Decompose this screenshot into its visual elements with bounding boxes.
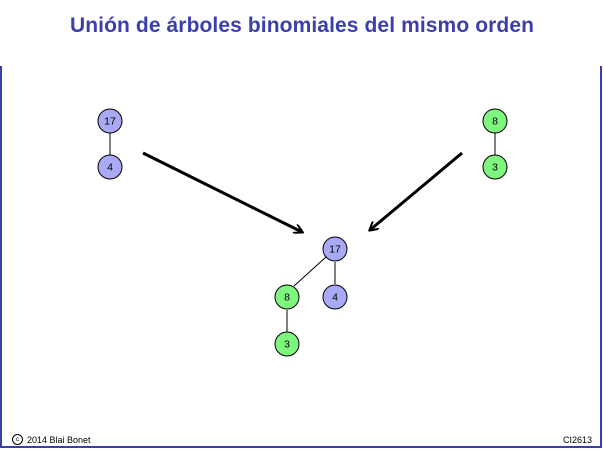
footer-copyright: c 2014 Blai Bonet bbox=[12, 434, 91, 445]
node-right-3: 3 bbox=[482, 154, 508, 180]
node-label: 8 bbox=[492, 116, 498, 128]
frame-bottom-border bbox=[0, 446, 602, 448]
node-label: 17 bbox=[329, 244, 341, 256]
node-label: 3 bbox=[284, 339, 290, 351]
node-label: 4 bbox=[107, 162, 113, 174]
frame-left-border bbox=[0, 66, 2, 448]
node-result-3: 3 bbox=[274, 331, 300, 357]
arrow-left-to-result bbox=[142, 151, 302, 232]
node-result-4: 4 bbox=[322, 284, 348, 310]
node-left-17: 17 bbox=[97, 108, 123, 134]
footer-course-code: CI2613 bbox=[562, 435, 592, 445]
copyright-icon: c bbox=[12, 434, 23, 445]
node-right-8: 8 bbox=[482, 108, 508, 134]
footer-author: 2014 Blai Bonet bbox=[27, 434, 91, 445]
node-label: 8 bbox=[284, 292, 290, 304]
node-label: 17 bbox=[104, 116, 116, 128]
node-left-4: 4 bbox=[97, 154, 123, 180]
node-label: 3 bbox=[492, 162, 498, 174]
slide-title: Unión de árboles binomiales del mismo or… bbox=[69, 14, 535, 37]
arrow-right-to-result bbox=[370, 151, 463, 230]
node-result-8: 8 bbox=[274, 284, 300, 310]
node-label: 4 bbox=[332, 292, 338, 304]
edge-result-17-8 bbox=[293, 256, 327, 287]
node-result-17: 17 bbox=[322, 236, 348, 262]
frame-right-border bbox=[600, 66, 602, 448]
